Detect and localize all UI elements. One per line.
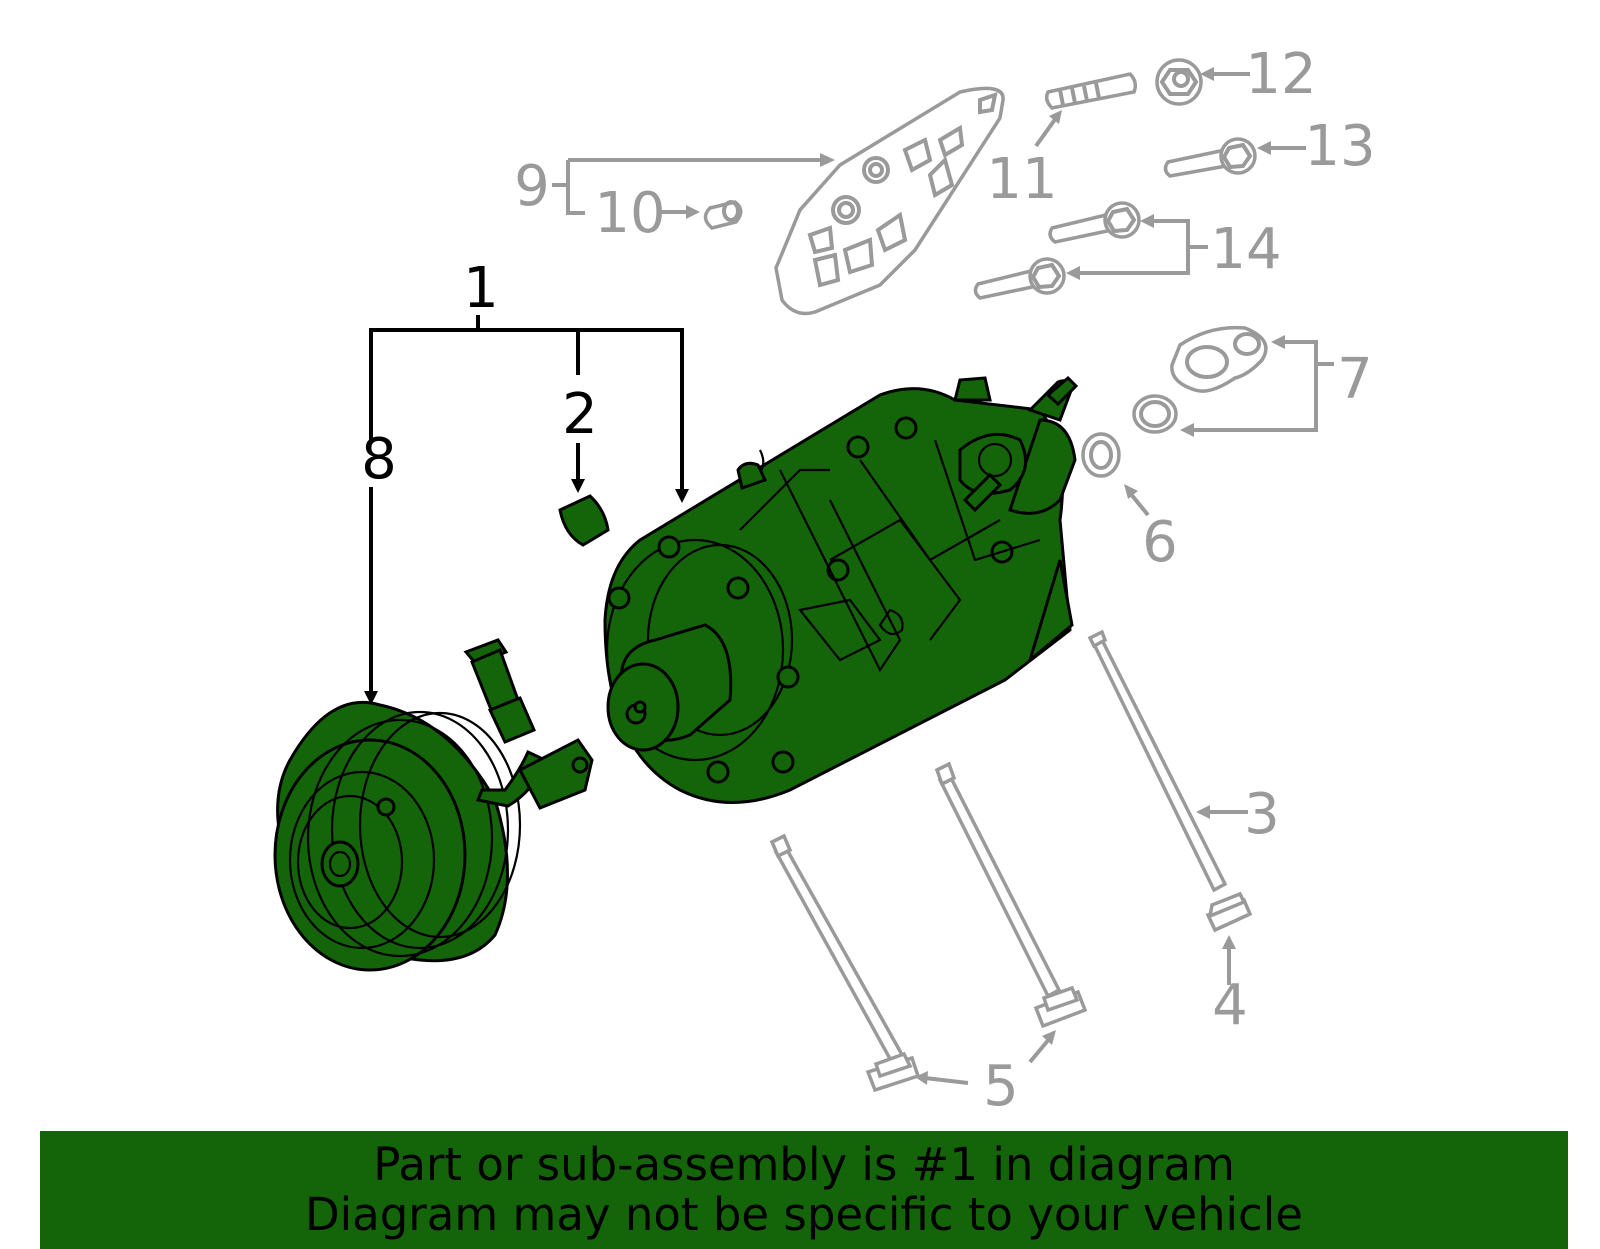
- callout-1: 1: [463, 256, 499, 321]
- callout-7: 7: [1337, 347, 1373, 412]
- stud-part-11[interactable]: [1044, 72, 1138, 110]
- o-ring-part-7[interactable]: [1132, 394, 1178, 434]
- callout-2: 2: [562, 382, 598, 447]
- callout-13: 13: [1304, 114, 1375, 179]
- callout-3: 3: [1244, 782, 1280, 847]
- compressor-body-part-1[interactable]: [603, 375, 1079, 804]
- callout-4: 4: [1212, 973, 1248, 1038]
- bolt-part-14-lower[interactable]: [973, 257, 1066, 300]
- callout-9: 9: [514, 154, 550, 219]
- plug-part-2[interactable]: [558, 494, 610, 547]
- callout-12: 12: [1245, 42, 1316, 107]
- callout-10: 10: [594, 181, 665, 246]
- callout-14: 14: [1210, 217, 1281, 282]
- dowel-pin-part-10[interactable]: [703, 200, 743, 230]
- nut-part-12[interactable]: [1155, 58, 1203, 106]
- gasket-plate-part-7[interactable]: [1170, 325, 1268, 393]
- callout-5: 5: [983, 1054, 1019, 1119]
- bolt-part-13[interactable]: [1163, 137, 1257, 178]
- bolt-part-5-right[interactable]: [934, 761, 1088, 1029]
- mounting-bracket-part-9[interactable]: [774, 86, 1005, 316]
- clutch-pulley-part-8[interactable]: [273, 638, 594, 972]
- callout-11: 11: [986, 147, 1057, 212]
- through-bolt-part-3[interactable]: [1087, 629, 1228, 893]
- washer-part-6[interactable]: [1081, 432, 1121, 478]
- bolt-part-14-upper[interactable]: [1048, 201, 1141, 244]
- bolt-part-5-left[interactable]: [769, 833, 921, 1093]
- banner-line-2: Diagram may not be specific to your vehi…: [305, 1188, 1303, 1241]
- callout-8: 8: [361, 427, 397, 492]
- info-banner: Part or sub-assembly is #1 in diagram Di…: [40, 1131, 1568, 1249]
- banner-line-1: Part or sub-assembly is #1 in diagram: [373, 1138, 1235, 1191]
- callout-6: 6: [1142, 510, 1178, 575]
- nut-part-4[interactable]: [1205, 891, 1253, 933]
